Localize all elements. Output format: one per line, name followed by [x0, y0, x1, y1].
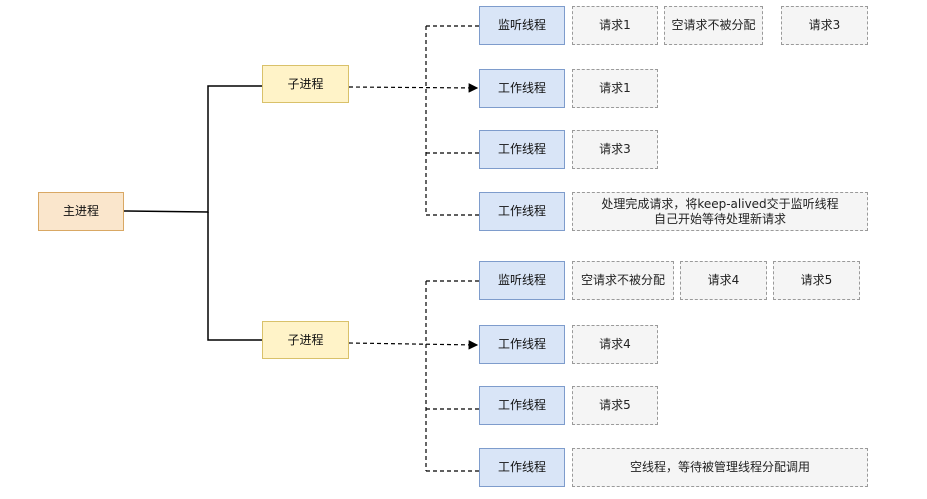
- process-1-arrow: [348, 83, 479, 93]
- group-1-listener-request-2: 空请求不被分配: [664, 6, 763, 45]
- main-to-process-2-line: [207, 212, 262, 341]
- main-to-process-1-line: [123, 85, 262, 213]
- group-1-worker-thread-3: 工作线程: [479, 192, 565, 231]
- group-2-worker-thread-1: 工作线程: [479, 325, 565, 364]
- group-1-worker-3-request: 处理完成请求，将keep-alived交于监听线程 自己开始等待处理新请求: [572, 192, 868, 231]
- group-2-worker-thread-2: 工作线程: [479, 386, 565, 425]
- group-2-listener-request-2: 请求4: [680, 261, 767, 300]
- sub-process-2-node: 子进程: [262, 321, 349, 359]
- group-1-listener-request-1: 请求1: [572, 6, 658, 45]
- group-1-worker-1-request: 请求1: [572, 69, 658, 108]
- group-2-listener-request-1: 空请求不被分配: [572, 261, 674, 300]
- group-2-worker-1-request: 请求4: [572, 325, 658, 364]
- group-1-worker-2-request: 请求3: [572, 130, 658, 169]
- main-process-node: 主进程: [38, 192, 124, 231]
- group-2-worker-thread-3: 工作线程: [479, 448, 565, 487]
- group-1-listener-thread: 监听线程: [479, 6, 565, 45]
- group-2-worker-2-request: 请求5: [572, 386, 658, 425]
- group-1-listener-request-3: 请求3: [781, 6, 868, 45]
- group-2-worker-3-request: 空线程，等待被管理线程分配调用: [572, 448, 868, 487]
- group-1-worker-thread-1: 工作线程: [479, 69, 565, 108]
- group-1-worker-thread-2: 工作线程: [479, 130, 565, 169]
- sub-process-1-node: 子进程: [262, 65, 349, 103]
- group-2-listener-thread: 监听线程: [479, 261, 565, 300]
- group-2-listener-request-3: 请求5: [773, 261, 860, 300]
- process-2-arrow: [348, 340, 479, 350]
